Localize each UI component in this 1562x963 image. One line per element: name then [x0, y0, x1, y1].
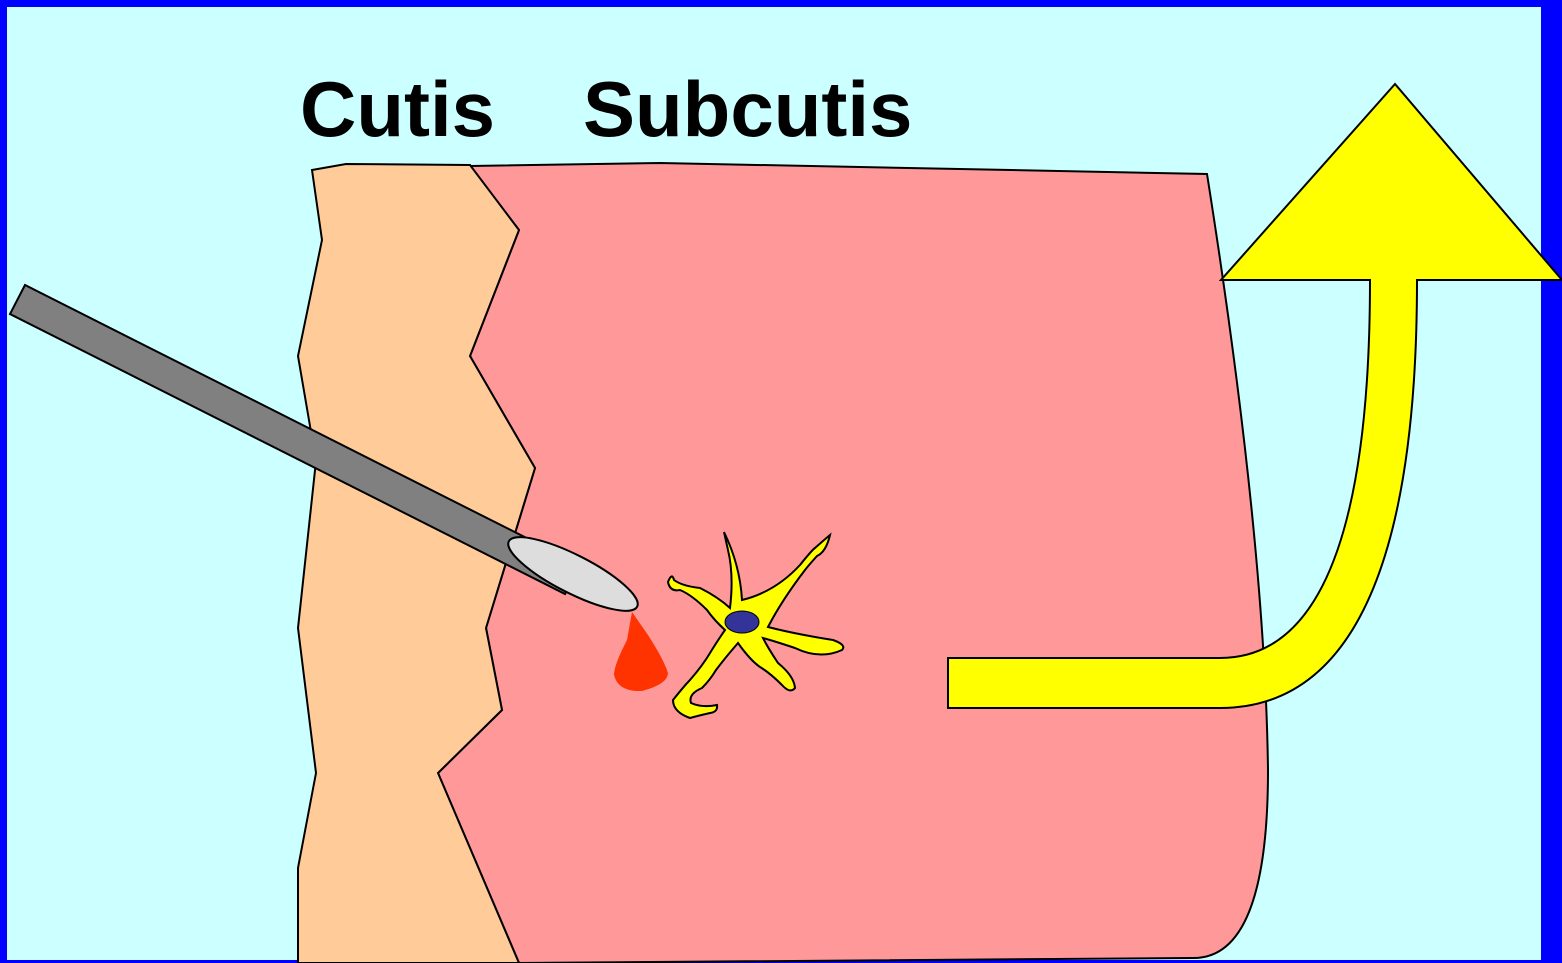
- cell-nucleus: [725, 611, 759, 633]
- subcutis-label: Subcutis: [583, 65, 912, 153]
- cutis-label: Cutis: [300, 65, 495, 153]
